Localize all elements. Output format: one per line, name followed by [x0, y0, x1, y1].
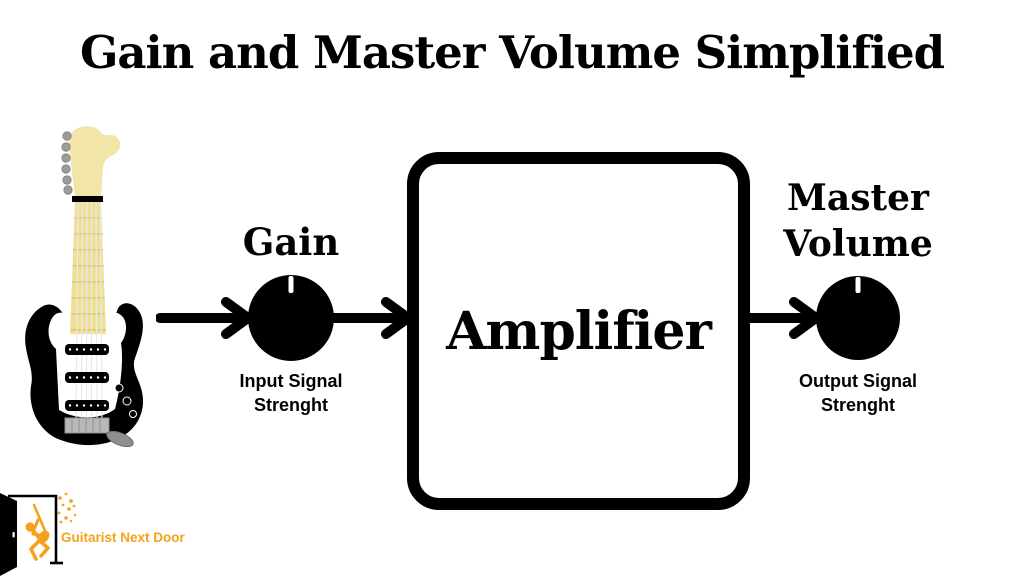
page-title: Gain and Master Volume Simplified	[79, 26, 945, 79]
guitarist-figure-icon	[25, 503, 50, 561]
guitar-strings	[75, 201, 103, 421]
master-volume-knob-icon	[816, 276, 900, 360]
arrow-right-icon	[742, 297, 821, 339]
guitar-pickguard	[48, 312, 127, 418]
guitar-pickups	[65, 344, 109, 411]
arrow-right-icon	[156, 297, 253, 339]
logo-text: Guitarist Next Door	[61, 530, 185, 545]
guitar-bridge	[64, 417, 110, 434]
music-notes-icon	[57, 492, 77, 524]
amplifier-box: Amplifier	[407, 152, 750, 510]
knob-tick	[288, 276, 294, 293]
master-volume-label: Master Volume	[783, 177, 933, 265]
amplifier-label: Amplifier	[446, 300, 712, 362]
guitar-jack-plate	[106, 430, 134, 447]
arrow-right-icon	[330, 297, 413, 339]
gain-knob-icon	[248, 275, 334, 361]
guitar-control-knobs	[114, 383, 137, 418]
knob-tick	[855, 277, 861, 293]
logo-graphic	[0, 492, 77, 576]
open-door-icon	[0, 493, 63, 576]
gain-label: Gain	[242, 220, 340, 264]
guitar-nut	[72, 196, 103, 202]
gain-sublabel: Input Signal Strenght	[239, 371, 343, 416]
master-volume-sublabel: Output Signal Strenght	[799, 371, 917, 416]
guitar-tuning-pegs	[61, 131, 73, 195]
guitar-headstock	[68, 126, 121, 198]
electric-guitar-icon	[25, 126, 144, 447]
